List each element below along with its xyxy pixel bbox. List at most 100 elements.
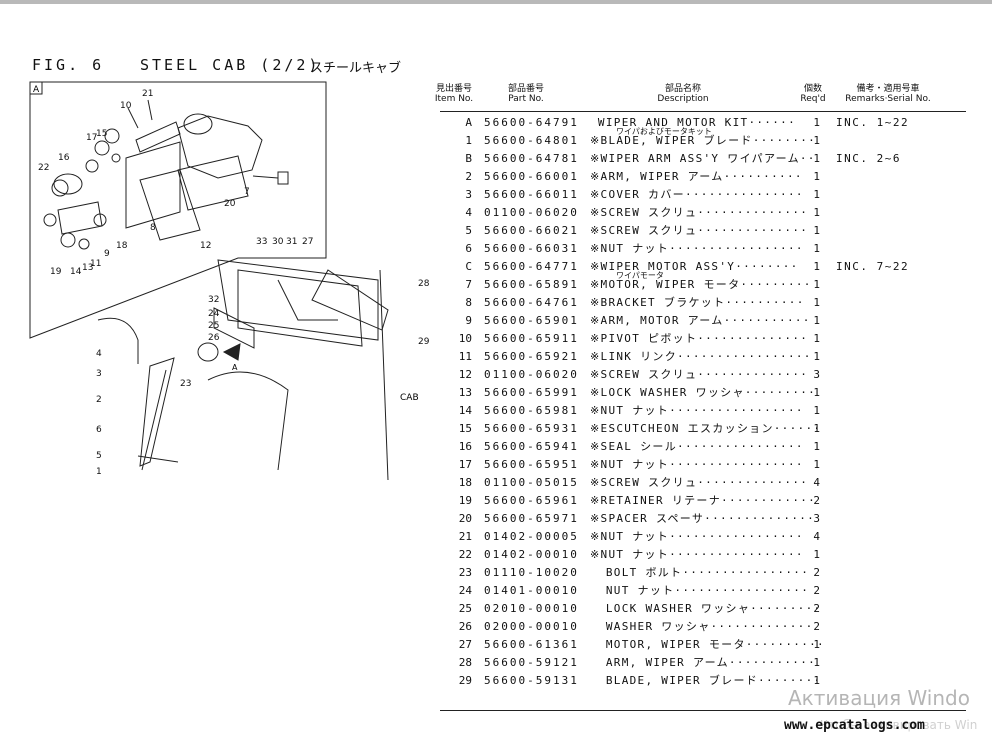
svg-text:28: 28 [418, 279, 430, 289]
quantity: 1 [813, 242, 820, 255]
description: WASHER ワッシャ············· [590, 620, 814, 633]
part-no: 02000-00010 [484, 620, 579, 633]
quantity: 1 [813, 404, 820, 417]
quantity: 1 [813, 548, 820, 561]
description: ARM, WIPER アーム··········· [590, 656, 817, 669]
item-no: 15 [458, 422, 472, 435]
quantity: 2 [813, 602, 820, 615]
activation-watermark: Активация Windo [788, 686, 970, 710]
item-no: 22 [458, 548, 472, 561]
remarks: INC. 1~22 [836, 116, 910, 129]
item-no: 13 [458, 386, 472, 399]
description: ※WIPER ARM ASS'Y ワイパアーム·· [590, 152, 816, 165]
quantity: 1 [813, 152, 820, 165]
svg-text:9: 9 [104, 249, 110, 259]
description: ※NUT ナット················· [590, 458, 804, 471]
svg-text:24: 24 [208, 309, 220, 319]
svg-text:27: 27 [302, 237, 313, 247]
svg-text:19: 19 [50, 267, 62, 277]
item-no: 7 [465, 278, 472, 291]
part-no: 56600-59131 [484, 674, 579, 687]
svg-text:29: 29 [418, 337, 430, 347]
quantity: 1 [813, 116, 820, 129]
item-no: 1 [465, 134, 472, 147]
quantity: 1 [813, 674, 820, 687]
svg-text:31: 31 [286, 237, 297, 247]
quantity: 2 [813, 566, 820, 579]
part-no: 56600-65991 [484, 386, 579, 399]
item-no: 26 [458, 620, 472, 633]
part-no: 56600-65981 [484, 404, 579, 417]
item-no: B [465, 152, 472, 165]
part-no: 56600-65971 [484, 512, 579, 525]
quantity: 1 [813, 386, 820, 399]
description-jp: ワイパモータ [616, 271, 664, 280]
quantity: 1 [813, 350, 820, 363]
description: WIPER AND MOTOR KIT······ [590, 116, 796, 129]
svg-text:26: 26 [208, 333, 220, 343]
item-no: 21 [458, 530, 472, 543]
item-no: 4 [465, 206, 472, 219]
item-no: 28 [458, 656, 472, 669]
description: ※SEAL シール················ [590, 440, 804, 453]
description: ※MOTOR, WIPER モータ········· [590, 278, 812, 291]
svg-text:6: 6 [96, 425, 102, 435]
quantity: 1 [813, 638, 820, 651]
svg-text:32: 32 [208, 295, 219, 305]
description-jp: ワイパおよびモータキット [616, 127, 712, 136]
svg-text:10: 10 [120, 101, 132, 111]
site-url[interactable]: www.epcatalogs.com [784, 718, 925, 733]
part-no: 01100-06020 [484, 206, 579, 219]
item-no: 3 [465, 188, 472, 201]
item-no: 8 [465, 296, 472, 309]
part-no: 01401-00010 [484, 584, 579, 597]
description: ※ARM, MOTOR アーム··········· [590, 314, 811, 327]
item-no: C [465, 260, 472, 273]
part-no: 56600-59121 [484, 656, 579, 669]
description: ※ESCUTCHEON エスカッション······ [590, 422, 822, 435]
item-no: 25 [458, 602, 472, 615]
part-no: 02010-00010 [484, 602, 579, 615]
svg-text:2: 2 [96, 395, 102, 405]
quantity: 1 [813, 440, 820, 453]
part-no: 01402-00010 [484, 548, 579, 561]
inset-label: A [33, 85, 40, 95]
part-no: 01110-10020 [484, 566, 579, 579]
inset-frame [29, 81, 327, 339]
quantity: 1 [813, 188, 820, 201]
cab-wiper-drawing [97, 259, 389, 480]
svg-text:25: 25 [208, 321, 219, 331]
top-bar [0, 0, 992, 4]
svg-text:17: 17 [86, 133, 97, 143]
quantity: 4 [813, 530, 820, 543]
description: BOLT ボルト················ [590, 566, 810, 579]
description: ※COVER カバー··············· [590, 188, 804, 201]
svg-text:21: 21 [142, 89, 153, 99]
item-no: 29 [458, 674, 472, 687]
part-no: 56600-65961 [484, 494, 579, 507]
part-no: 56600-65931 [484, 422, 579, 435]
